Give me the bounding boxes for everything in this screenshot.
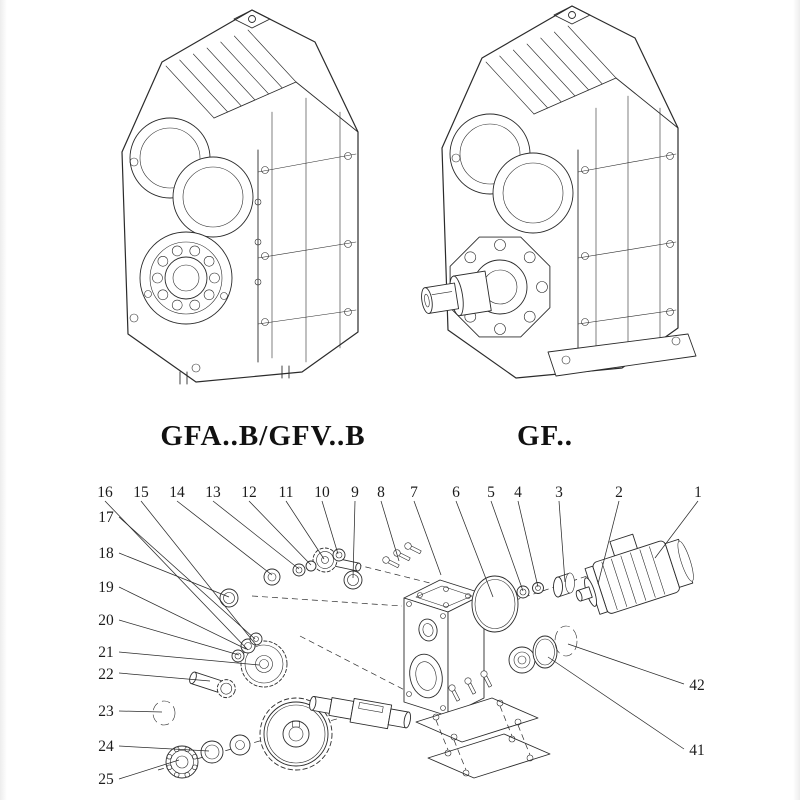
shim-ring	[532, 635, 558, 669]
side-panel-ribs	[577, 95, 677, 366]
spacer-bushing	[516, 585, 530, 599]
housing-screws	[129, 157, 262, 373]
part-number-2: 2	[615, 484, 623, 501]
part-number-12: 12	[241, 484, 257, 501]
exploded-parts	[152, 533, 694, 779]
lock-nut	[332, 548, 346, 562]
bottom-cover-plate	[427, 733, 551, 779]
model-label-gf: GF..	[517, 420, 573, 452]
part-number-25: 25	[98, 771, 114, 788]
shaft-keyway	[358, 702, 384, 713]
part-number-1: 1	[694, 484, 702, 501]
pinion-shaft	[189, 671, 236, 699]
part-number-41: 41	[689, 742, 705, 759]
housing-bolt	[404, 542, 422, 555]
part-number-22: 22	[98, 666, 114, 683]
part-number-20: 20	[98, 612, 114, 629]
output-gear	[259, 697, 333, 771]
gearbox-drawing-gf	[421, 5, 697, 379]
retaining-ring-small	[305, 560, 317, 572]
page-edge-right	[793, 0, 800, 800]
part-number-21: 21	[98, 644, 114, 661]
output-shaft-exploded	[309, 695, 412, 730]
part-number-14: 14	[169, 484, 185, 501]
input-bores	[129, 117, 254, 238]
part-number-42: 42	[689, 677, 705, 694]
exploded-view: 16 15 14 13 12 11 10 9 8 7 6 5 4 3 2 1 1…	[97, 484, 705, 788]
gearbox-drawing-gfab	[121, 9, 359, 385]
side-panel-ribs	[257, 97, 357, 363]
input-bores	[449, 113, 574, 234]
output-bearing	[139, 231, 233, 325]
part-number-24: 24	[98, 738, 114, 755]
bearing-ring-mid	[219, 588, 239, 608]
part-number-17: 17	[98, 509, 114, 526]
key-washer	[532, 582, 544, 594]
lifting-eye	[553, 5, 591, 25]
part-number-19: 19	[98, 579, 114, 596]
housing-bolt	[382, 556, 400, 569]
spacer-cap	[263, 568, 281, 586]
page-edge-left	[0, 0, 7, 800]
part-number-6: 6	[452, 484, 460, 501]
part-number-23: 23	[98, 703, 114, 720]
mounting-feet	[179, 365, 290, 385]
leader-lines	[104, 500, 699, 780]
output-shaft	[421, 270, 492, 317]
output-bearing-small	[508, 646, 536, 674]
keyway	[292, 720, 300, 728]
model-label-gfab: GFA..B/GFV..B	[160, 420, 365, 452]
cover-bolt	[448, 684, 461, 702]
part-number-7: 7	[410, 484, 418, 501]
snap-ring	[554, 625, 578, 657]
housing-bolt	[393, 549, 411, 562]
washer-large	[229, 734, 251, 756]
part-number-9: 9	[351, 484, 359, 501]
bearing-ring	[200, 740, 224, 764]
ball-bearing	[165, 745, 199, 779]
part-number-4: 4	[514, 484, 522, 501]
snap-ring-left	[152, 700, 176, 726]
part-number-10: 10	[314, 484, 330, 501]
part-number-15: 15	[133, 484, 149, 501]
cooling-fins	[485, 25, 679, 129]
part-number-5: 5	[487, 484, 495, 501]
cover-bolt	[480, 670, 493, 688]
part-number-3: 3	[555, 484, 563, 501]
lifting-eye	[233, 9, 271, 29]
part-number-8: 8	[377, 484, 385, 501]
part-number-11: 11	[279, 484, 294, 501]
part-numbers: 16 15 14 13 12 11 10 9 8 7 6 5 4 3 2 1 1…	[97, 484, 705, 788]
base-plate	[547, 333, 697, 377]
cooling-fins	[165, 29, 359, 133]
motor	[575, 533, 694, 615]
part-number-18: 18	[98, 545, 114, 562]
part-number-13: 13	[205, 484, 221, 501]
corner-screw	[451, 153, 461, 163]
flange-gasket	[471, 575, 519, 633]
plate-projection-lines	[435, 705, 531, 771]
cover-bolt	[464, 677, 477, 695]
coupling-sleeve	[553, 572, 575, 598]
part-number-16: 16	[97, 484, 113, 501]
